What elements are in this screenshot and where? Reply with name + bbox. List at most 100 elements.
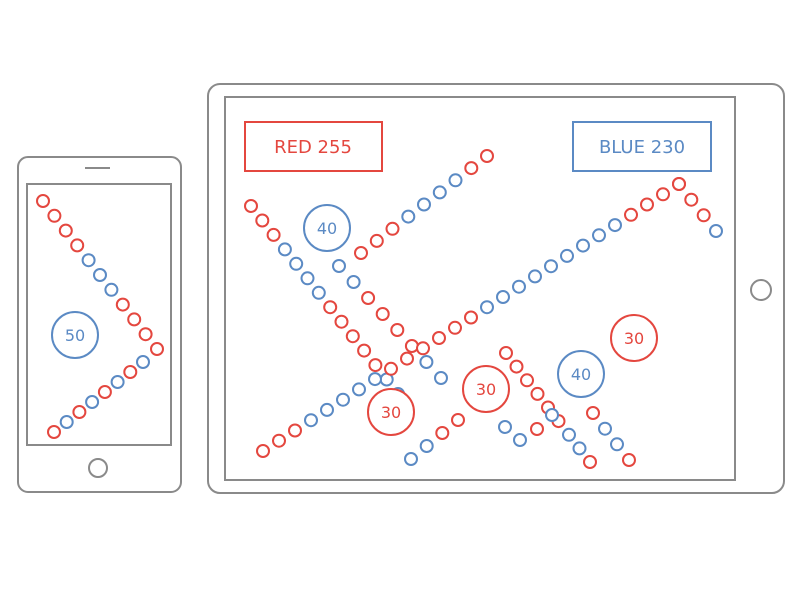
trail-dot [598, 421, 612, 436]
tablet-bubble-1[interactable]: 40 [303, 204, 351, 252]
tablet-bubble-3[interactable]: 30 [610, 314, 658, 362]
bubble-circle [610, 314, 658, 362]
tablet-bubble-5[interactable]: 30 [367, 388, 415, 436]
trail-dot [592, 228, 606, 243]
tablet-frame [207, 83, 785, 494]
red-score-frame [244, 121, 383, 172]
trail-dot [127, 312, 142, 327]
trail-dot [624, 207, 638, 222]
trail-dot [530, 422, 544, 436]
bubble-circle [367, 388, 415, 436]
trail-dot [464, 310, 478, 325]
trail-dot [136, 355, 150, 369]
phone-frame [17, 156, 182, 493]
trail-dot [368, 372, 382, 387]
bubble-value: 30 [476, 380, 496, 399]
trail-dot [562, 427, 576, 442]
trail-dot [709, 224, 723, 238]
tablet-dot-trails [244, 149, 723, 469]
trail-dot [496, 290, 510, 304]
trail-dot [255, 213, 270, 228]
trail-dot [530, 386, 545, 401]
trail-dot [608, 218, 622, 233]
blue-score-box: BLUE 230 [572, 121, 712, 172]
trail-dot [404, 339, 419, 353]
trail-dot [300, 271, 315, 286]
trail-dot [93, 268, 107, 282]
trail-dot [357, 343, 372, 358]
trail-dot [513, 433, 527, 447]
trail-dot [520, 373, 534, 388]
trail-dot [498, 420, 512, 434]
red-score-box: RED 255 [244, 121, 383, 172]
trail-dot [256, 444, 270, 458]
trail-dot [85, 395, 100, 409]
trail-dot [288, 423, 302, 438]
trail-dot [560, 248, 574, 263]
trail-dot [390, 323, 405, 337]
trail-dot [696, 208, 711, 223]
trail-dot [586, 406, 600, 420]
trail-dot [361, 291, 376, 305]
phone-device: 50 [17, 156, 182, 493]
trail-dot [417, 197, 431, 212]
trail-dot [572, 441, 587, 456]
tablet-screen [224, 96, 736, 481]
trail-dot [368, 358, 383, 373]
trail-dot [346, 275, 361, 289]
tablet-home-button[interactable] [750, 279, 772, 301]
trail-dot [416, 341, 430, 356]
blue-score-frame [572, 121, 712, 172]
trail-dot [289, 256, 304, 271]
red-score-label: RED 255 [274, 137, 352, 158]
trail-dot [304, 413, 318, 428]
phone-screen [26, 183, 172, 446]
trail-dot [354, 246, 368, 260]
trail-dot [138, 327, 153, 342]
bubble-circle [462, 365, 510, 413]
tablet-bubble-2[interactable]: 40 [557, 350, 605, 398]
trail-dot [610, 437, 624, 452]
trail-dot [58, 223, 73, 238]
trail-dot [684, 192, 699, 207]
trail-dot [244, 199, 258, 213]
trail-dot [36, 194, 50, 208]
bubble-circle [557, 350, 605, 398]
trail-dot [451, 413, 465, 427]
trail-dot [47, 425, 61, 439]
phone-bubble[interactable]: 50 [51, 311, 99, 359]
trail-dot [499, 346, 513, 360]
trail-dot [401, 209, 416, 224]
trail-dot [272, 433, 286, 448]
trail-dot [480, 149, 494, 163]
trail-dot [277, 242, 292, 257]
tablet-bubble-4[interactable]: 30 [462, 365, 510, 413]
bubble-circle [51, 311, 99, 359]
trail-dot [576, 238, 590, 253]
trail-dot [70, 238, 85, 253]
trail-dot [404, 452, 418, 466]
trail-dot [59, 415, 74, 429]
trail-dot [385, 221, 400, 236]
trail-dot [400, 351, 414, 366]
trail-dot [672, 177, 686, 191]
trail-dot [97, 385, 112, 399]
trail-dot [123, 365, 138, 379]
trail-dot [266, 227, 281, 242]
trail-dot [311, 285, 326, 300]
trail-dot [544, 259, 558, 274]
trail-dot [448, 320, 462, 335]
trail-dot [150, 342, 164, 356]
trail-dot [352, 382, 366, 397]
phone-home-button[interactable] [88, 458, 108, 478]
trail-dot [336, 392, 350, 407]
trail-dot [115, 297, 130, 312]
trail-dot [332, 259, 346, 273]
trail-dot [509, 359, 524, 374]
trail-dot [435, 426, 450, 440]
trail-dot [375, 307, 390, 321]
trail-dot [369, 233, 384, 248]
trail-dot [419, 439, 434, 453]
blue-score-label: BLUE 230 [599, 137, 685, 158]
